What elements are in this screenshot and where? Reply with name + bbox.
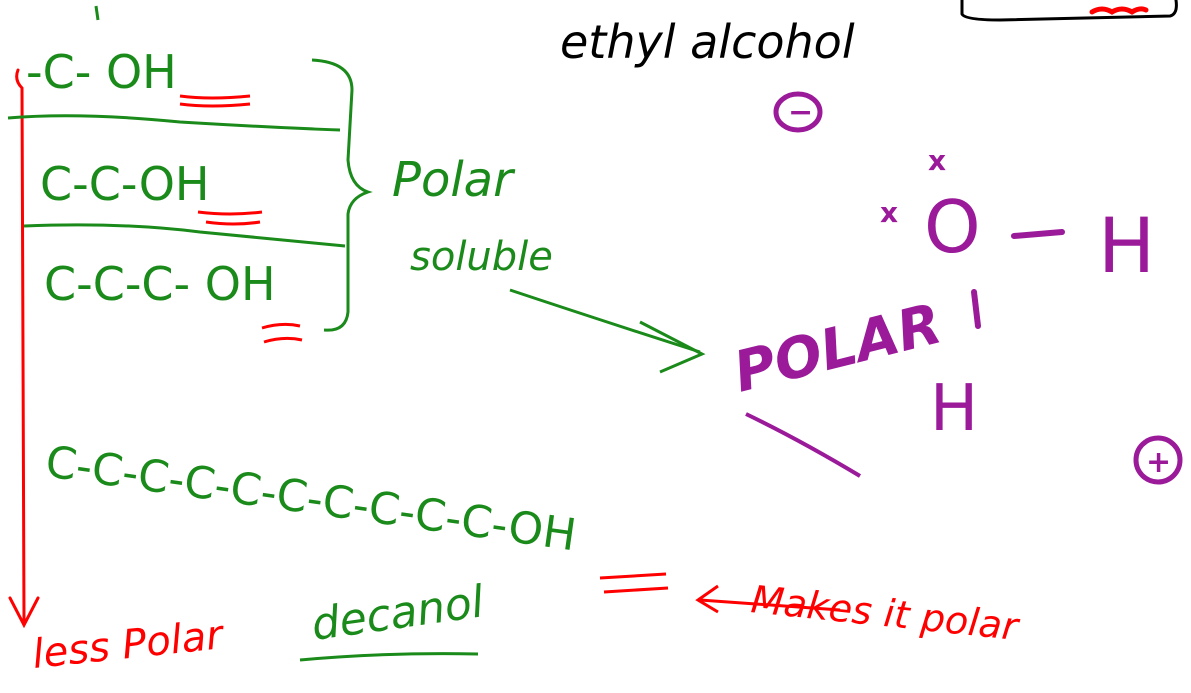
label-polar-big: POLAR: [728, 292, 948, 406]
negative-charge: −: [773, 91, 823, 133]
lone-pair-top: x: [928, 144, 946, 177]
positive-charge: +: [1133, 435, 1183, 485]
label-polar: Polar: [392, 152, 516, 208]
underline-oh-2b: [205, 220, 261, 226]
separator-1: [7, 114, 341, 132]
molecule-decanol: C-C-C-C-C-C-C-C-C-C-OH: [42, 436, 579, 561]
bond-o-h-right: [1011, 229, 1065, 239]
atom-oxygen: O: [924, 185, 981, 269]
group-brace: [311, 58, 373, 332]
label-less-polar: less Polar: [30, 612, 227, 678]
underline-polar-big: [745, 412, 862, 478]
molecule-methanol: -C- OH: [26, 45, 177, 99]
atom-hydrogen-right: H: [1098, 201, 1155, 290]
underline-oh-decanol: [599, 572, 667, 580]
makes-polar-arrow: [695, 584, 841, 614]
atom-hydrogen-bottom: H: [930, 372, 978, 446]
title-ethyl-alcohol: ethyl alcohol: [560, 15, 855, 69]
underline-oh-3b: [263, 336, 303, 344]
bond-o-h-bottom: [971, 289, 981, 329]
tick-mark: [94, 5, 100, 21]
underline-oh-decanol-b: [603, 586, 669, 594]
svg-text:−: −: [788, 95, 813, 130]
underline-oh-1b: [179, 102, 251, 108]
label-decanol: decanol: [308, 576, 487, 651]
corner-box: [960, 0, 1178, 22]
polarity-trend-arrow: [8, 68, 40, 629]
underline-oh-1: [179, 94, 251, 100]
svg-text:+: +: [1146, 445, 1171, 480]
soluble-arrow: [509, 288, 706, 374]
label-makes-it-polar: Makes it polar: [749, 577, 1022, 649]
underline-oh-2: [197, 210, 263, 216]
molecule-propanol: C-C-C- OH: [44, 257, 276, 311]
label-soluble: soluble: [410, 234, 553, 280]
lone-pair-left: x: [880, 196, 898, 229]
molecule-ethanol: C-C-OH: [40, 157, 210, 211]
separator-2: [23, 223, 346, 248]
underline-decanol: [299, 652, 479, 662]
underline-oh-3: [261, 322, 301, 330]
